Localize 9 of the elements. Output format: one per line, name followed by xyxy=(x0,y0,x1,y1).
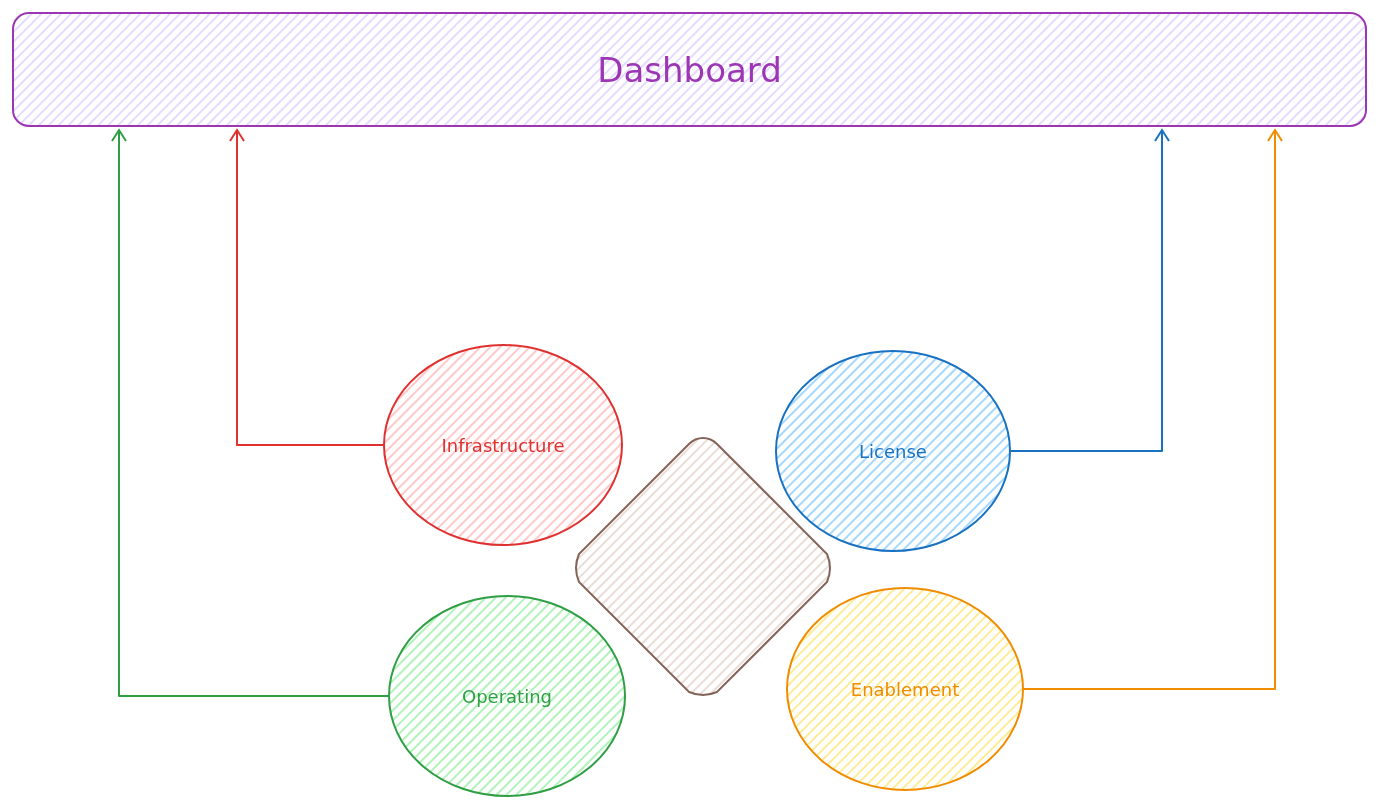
node-label: Operating xyxy=(462,685,552,707)
dashboard-title: Dashboard xyxy=(597,49,782,90)
node-label: Infrastructure xyxy=(441,434,565,456)
node-label: Enablement xyxy=(850,678,960,700)
node-label: License xyxy=(859,440,927,462)
arrow xyxy=(1023,129,1283,690)
arrow xyxy=(1010,129,1170,452)
arrow xyxy=(111,129,389,697)
arrow xyxy=(229,129,384,446)
